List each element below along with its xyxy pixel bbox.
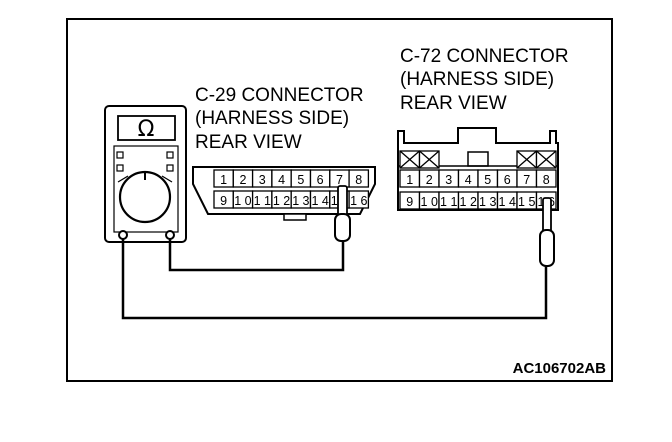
c72-pin-label-9: 9 (406, 195, 413, 209)
c29-pin-label-5: 5 (297, 173, 304, 187)
c29-pin-label-4: 4 (278, 173, 285, 187)
c72-side: (HARNESS SIDE) (400, 69, 554, 90)
c72-view: REAR VIEW (400, 93, 507, 114)
c72-title: C-72 CONNECTOR (400, 46, 569, 67)
c29-view: REAR VIEW (195, 132, 302, 153)
c29-pin-label-6: 6 (317, 173, 324, 187)
c72-pin-label-5: 5 (484, 173, 491, 187)
c72-pin-label-2: 2 (426, 173, 433, 187)
figure-code: AC106702AB (513, 360, 607, 377)
c72-pin-cell-8 (535, 169, 557, 188)
c29-pin-label-9: 9 (220, 194, 227, 208)
ohmmeter: Ω (104, 105, 187, 243)
c72-pin-label-3: 3 (445, 173, 452, 187)
c29-pin-label-2: 2 (239, 173, 246, 187)
c29-side: (HARNESS SIDE) (195, 108, 349, 129)
meter-jack-right (165, 230, 175, 240)
c72-pin-label-6: 6 (504, 173, 511, 187)
ohm-symbol: Ω (138, 117, 155, 142)
c29-title: C-29 CONNECTOR (195, 85, 364, 106)
meter-display (117, 115, 176, 141)
test-leads (121, 185, 555, 320)
c29-pin-cell-16 (348, 190, 370, 209)
c29-pin-label-7: 7 (336, 173, 343, 187)
probe-c29 (334, 185, 351, 242)
c72-pin-label-1: 1 (406, 173, 413, 187)
probe-c72 (539, 197, 555, 267)
c29-connector: 12345678910111213141516 (192, 166, 376, 221)
c29-pin-label-8: 8 (355, 173, 362, 187)
c72-pin-label-8: 8 (543, 173, 550, 187)
c72-connector: 12345678910111213141516 (397, 127, 559, 211)
c72-pin-label-4: 4 (465, 173, 472, 187)
c29-pin-label-3: 3 (259, 173, 266, 187)
c72-pin-label-7: 7 (523, 173, 530, 187)
c29-pin-label-1: 1 (220, 173, 227, 187)
c29-pin-cell-8 (348, 169, 370, 188)
diagram-frame (66, 18, 613, 382)
meter-jack-left (118, 230, 128, 240)
